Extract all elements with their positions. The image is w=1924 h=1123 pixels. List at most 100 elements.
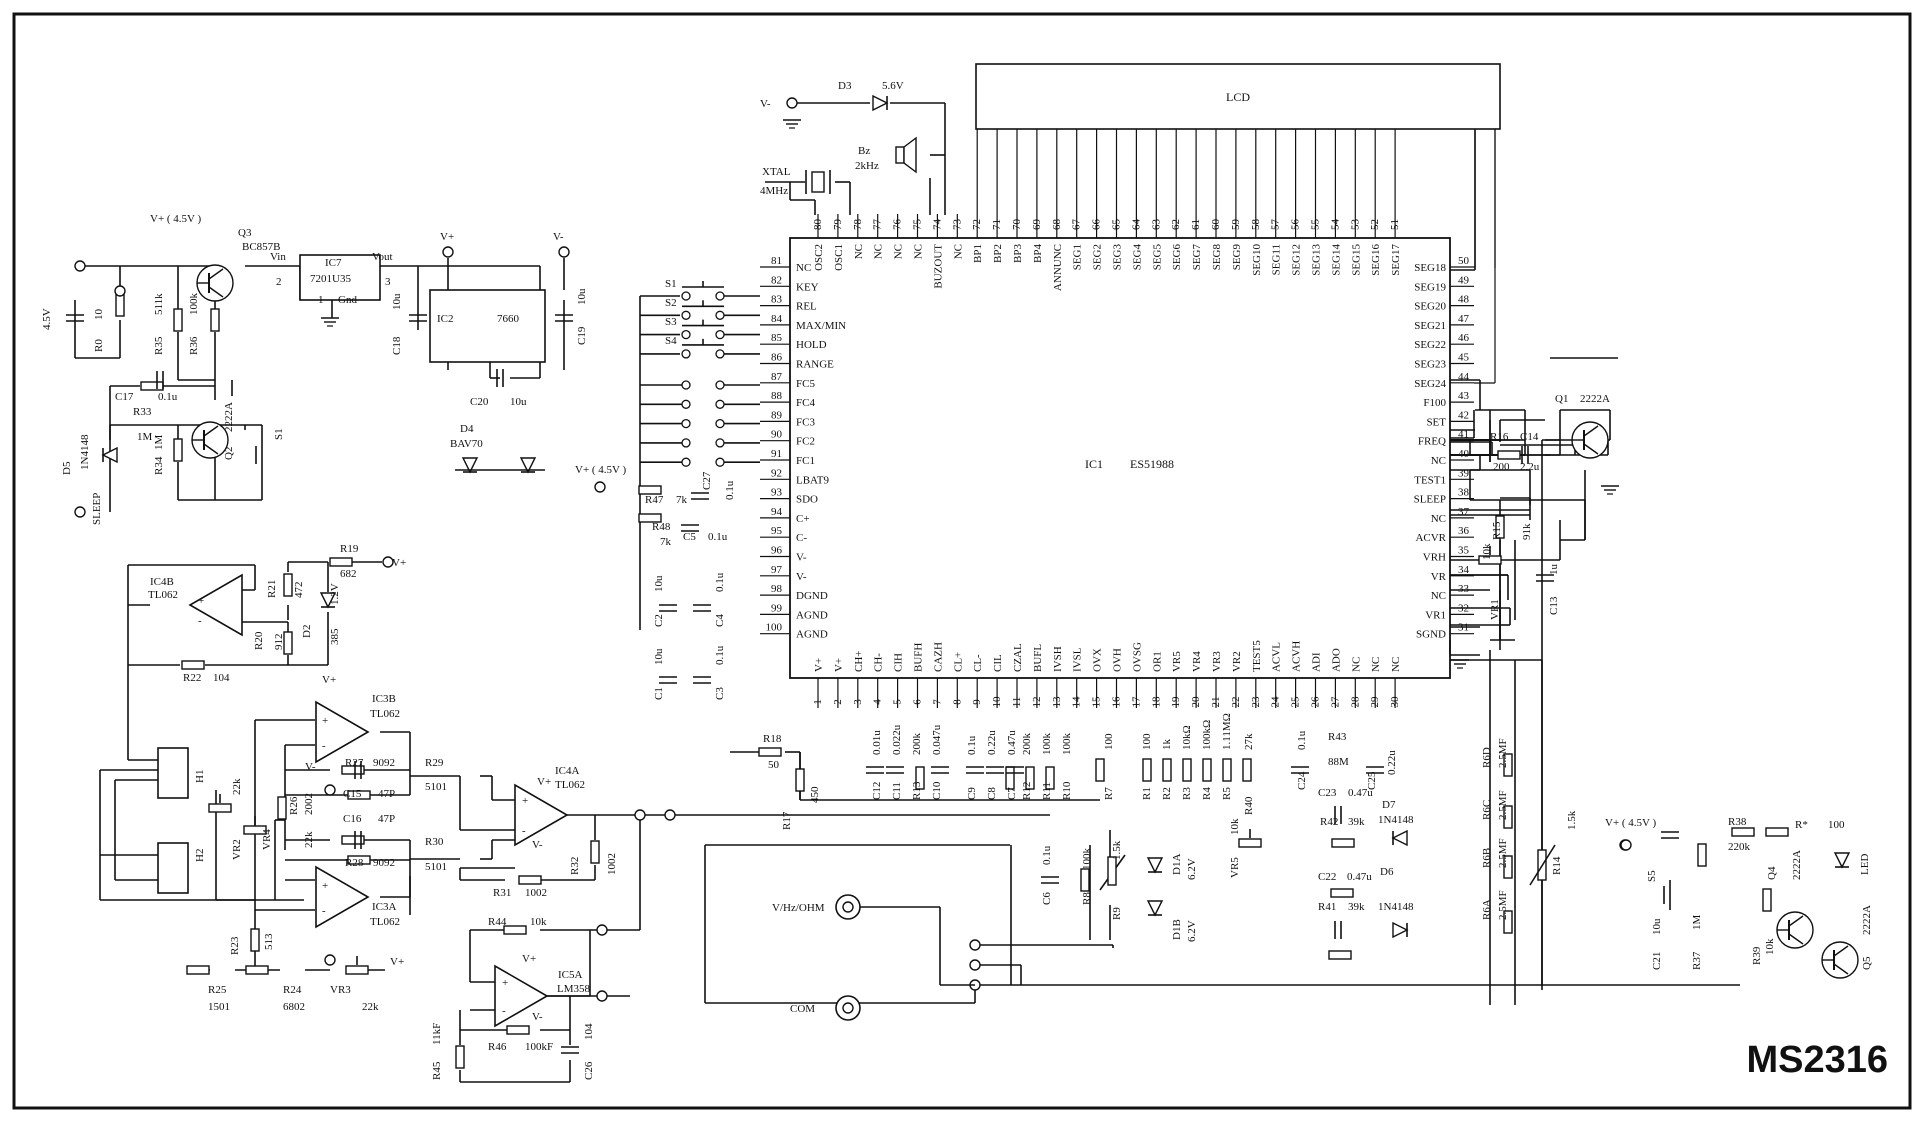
- label-vp45_mid: V+ ( 4.5V ): [575, 464, 627, 476]
- ic1-pin-number: 23: [1250, 696, 1262, 708]
- ic1-pin-label: NC: [1350, 657, 1362, 672]
- label-r14: R14: [1551, 856, 1563, 875]
- ic1-pin-label: ACVR: [1415, 532, 1446, 544]
- label-c17v: 0.1u: [158, 391, 178, 403]
- label-r40: R40: [1243, 796, 1255, 815]
- label-vr5v: 10k: [1229, 818, 1241, 835]
- fc-contact: [715, 380, 725, 390]
- c1-capacitor: [658, 676, 678, 684]
- label-vr4: VR4: [261, 829, 273, 850]
- r14-ptc: [1529, 844, 1556, 886]
- fc-contact: [681, 418, 691, 429]
- terminal: [596, 990, 608, 1002]
- vr1-pot: [1478, 555, 1502, 565]
- ic1-pin-label: CAZH: [932, 642, 944, 672]
- ic1-pin-number: 4: [872, 699, 884, 705]
- ic1-pin-label: SEG23: [1414, 359, 1446, 371]
- ic1-pin-label: SEG13: [1311, 244, 1323, 276]
- ic1-pin-label: VR4: [1191, 651, 1203, 672]
- label-h1: H1: [194, 770, 206, 783]
- ic1-pin-label: VRH: [1423, 552, 1446, 564]
- label-c10v: 0.047u: [931, 724, 943, 755]
- label-ic2: IC2: [437, 313, 454, 325]
- ic1-pin-label: SEG16: [1370, 244, 1382, 276]
- ic1-pin-number: 35: [1458, 545, 1470, 557]
- d1a-zener: [1147, 857, 1163, 873]
- label-vplus1: V+: [440, 231, 454, 243]
- ic1-pin-label: V-: [796, 552, 807, 564]
- label-c15v: 47P: [378, 788, 395, 800]
- ic3a-opamp: [315, 866, 369, 928]
- label-c25v: 0.22u: [1386, 750, 1398, 775]
- label-led: LED: [1859, 854, 1871, 875]
- c10-capacitor: [930, 766, 950, 774]
- label-ic3a: IC3A: [372, 901, 397, 913]
- d6-diode: [1392, 922, 1408, 938]
- r19-resistor: [329, 557, 353, 567]
- label-s3: S3: [665, 316, 677, 328]
- opamp-vminus: V-: [305, 761, 316, 773]
- label-bzf: 2kHz: [855, 160, 879, 172]
- fc-contact: [715, 438, 725, 448]
- label-r47v: 7k: [676, 494, 688, 506]
- label-q2: Q2: [223, 447, 235, 460]
- label-ic3b: IC3B: [372, 693, 396, 705]
- c8-capacitor: [985, 766, 1005, 774]
- ic1-pin-number: 62: [1170, 219, 1182, 230]
- label-r20: R20: [253, 631, 265, 650]
- ic1-pin-label: NC: [873, 244, 885, 259]
- d7-diode: [1392, 830, 1408, 846]
- label-r29v: 5101: [425, 781, 447, 793]
- label-c13v: 1u: [1548, 564, 1560, 576]
- label-r6d: R6D: [1481, 747, 1493, 768]
- terminal: [969, 939, 981, 951]
- label-batt: 4.5V: [41, 308, 53, 330]
- label-c26: C26: [583, 1061, 595, 1080]
- label-c19: C19: [576, 326, 588, 345]
- ic1-pin-number: 29: [1369, 696, 1381, 708]
- model-number: MS2316: [1746, 1039, 1888, 1081]
- ic1-pin-label: IVSH: [1052, 646, 1064, 672]
- ic1-pin-label: FC4: [796, 397, 815, 409]
- q3-transistor: [196, 264, 234, 302]
- ic1-pin-number: 30: [1389, 696, 1401, 708]
- label-r26: R26: [288, 796, 300, 815]
- label-ic7p: 7201U35: [310, 273, 351, 285]
- ic1-pin-label: SEG3: [1112, 244, 1124, 271]
- label-c11: C11: [891, 782, 903, 800]
- ic1-pin-label: CH+: [853, 651, 865, 672]
- ground-symbol: [1600, 485, 1620, 495]
- ic1-pin-number: 40: [1458, 448, 1470, 460]
- switch-contact: [715, 349, 725, 359]
- label-ic3bp: TL062: [370, 708, 400, 720]
- label-q4: Q4: [1766, 866, 1778, 880]
- ic1-pin-label: C+: [796, 513, 810, 525]
- fc-contact: [715, 399, 725, 409]
- ic1-pin-number: 49: [1458, 274, 1470, 286]
- ic1-pin-number: 58: [1250, 219, 1262, 231]
- com-jack: [842, 1002, 854, 1014]
- label-r18v: 50: [768, 759, 780, 771]
- fc-contact: [715, 457, 725, 467]
- label-c15: C15: [343, 788, 362, 800]
- ic1-pin-number: 11: [1011, 697, 1023, 708]
- label-ic4bp: TL062: [148, 589, 178, 601]
- opamp-minus: -: [522, 825, 526, 837]
- r9-resistor: [1107, 856, 1117, 886]
- label-r15v: 91k: [1521, 523, 1533, 540]
- label-s2: S2: [665, 297, 677, 309]
- label-vr3v: 22k: [362, 1001, 379, 1013]
- opamp-plus: +: [322, 715, 328, 727]
- ic1-pin-number: 37: [1458, 506, 1470, 518]
- r34-resistor: [173, 438, 183, 462]
- switch-contact: [681, 310, 691, 320]
- ic1-pin-label: SEG8: [1211, 244, 1223, 271]
- ic1-pin-label: ACVL: [1271, 642, 1283, 672]
- label-r10v: 100k: [1061, 733, 1073, 756]
- label-r31: R31: [493, 887, 511, 899]
- label-c6: C6: [1041, 892, 1053, 905]
- ic1-pin-number: 25: [1290, 696, 1302, 708]
- r40-resistor: [1242, 758, 1252, 782]
- q1-transistor: [1571, 421, 1609, 459]
- label-r18: R18: [763, 733, 782, 745]
